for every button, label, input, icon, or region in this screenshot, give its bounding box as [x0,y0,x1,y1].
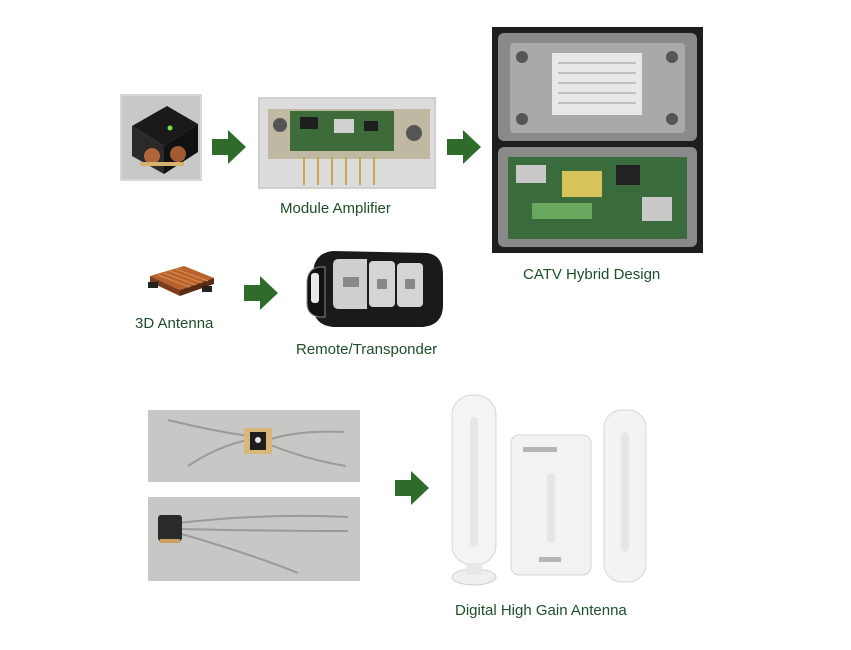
right-arrow-icon [212,130,246,164]
right-arrow-icon [395,471,429,505]
3d-antenna-photo [140,262,220,302]
digital-antenna-box-photo [509,433,594,579]
wire-antenna-photo-top [148,410,360,482]
digital-antenna-slim-photo [600,408,650,584]
3d-antenna-label: 3D Antenna [135,315,214,332]
catv-hybrid-label: CATV Hybrid Design [523,266,661,283]
right-arrow-icon [447,130,481,164]
digital-antenna-tall-photo [446,393,502,587]
digital-high-gain-antenna-label: Digital High Gain Antenna [455,602,627,619]
right-arrow-icon [244,276,278,310]
remote-key-fob-photo [303,245,445,333]
coil-component-photo [120,94,202,181]
module-amplifier-label: Module Amplifier [280,200,391,217]
catv-hybrid-photo [492,27,703,253]
remote-transponder-label: Remote/Transponder [296,341,438,358]
wire-antenna-photo-bottom [148,497,360,581]
module-amplifier-photo [258,97,436,189]
